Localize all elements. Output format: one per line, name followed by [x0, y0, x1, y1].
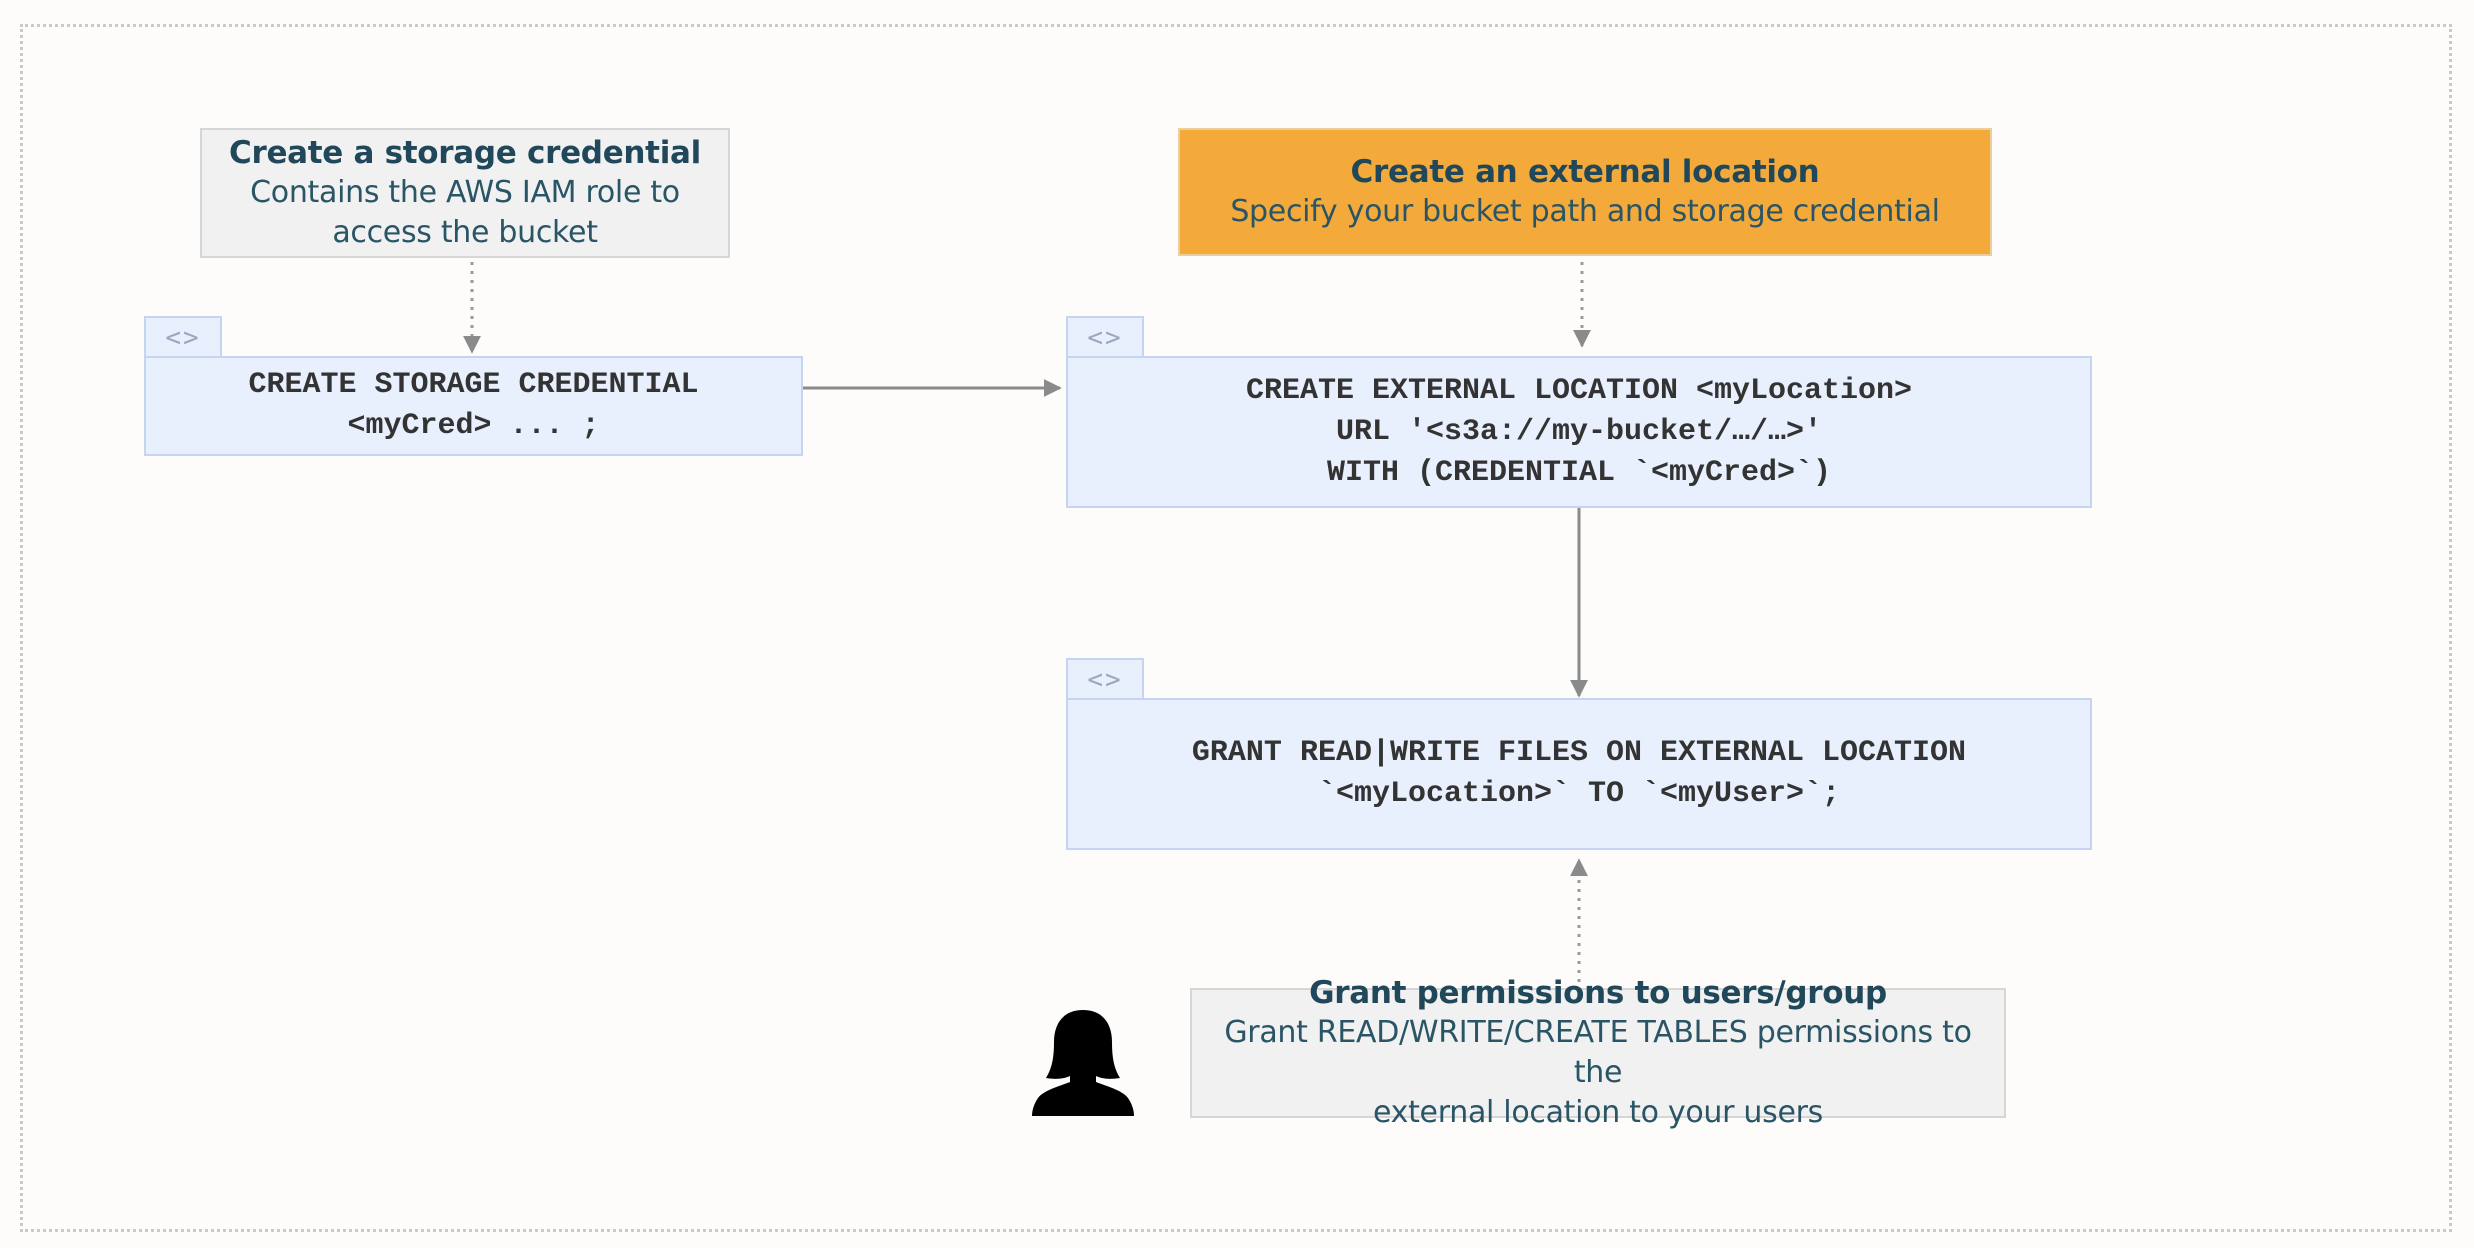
create-location-code-line2: URL '<s3a://my-bucket/…/…>' — [1335, 414, 1823, 449]
create-credential-code-block: CREATE STORAGE CREDENTIAL <myCred> ... ; — [144, 356, 803, 456]
diagram-frame — [20, 24, 2452, 1232]
storage-credential-line2: access the bucket — [332, 215, 598, 250]
create-location-code-block: CREATE EXTERNAL LOCATION <myLocation> UR… — [1066, 356, 2092, 508]
grant-permissions-title: Grant permissions to users/group — [1309, 975, 1887, 1011]
code-brackets-icon: <> — [144, 316, 222, 358]
user-icon — [1032, 1010, 1134, 1116]
external-location-note: Create an external location Specify your… — [1178, 128, 1992, 256]
grant-permissions-line2: external location to your users — [1373, 1095, 1823, 1130]
create-location-code-line3: WITH (CREDENTIAL `<myCred>`) — [1326, 455, 1832, 490]
storage-credential-line1: Contains the AWS IAM role to — [250, 175, 680, 210]
create-credential-code-line1: CREATE STORAGE CREDENTIAL — [248, 368, 699, 402]
external-location-title: Create an external location — [1350, 154, 1820, 190]
grant-code-line1: GRANT READ|WRITE FILES ON EXTERNAL LOCAT… — [1191, 736, 1967, 770]
code-brackets-icon: <> — [1066, 658, 1144, 700]
create-location-code-line1: CREATE EXTERNAL LOCATION <myLocation> — [1245, 373, 1913, 408]
grant-permissions-line1: Grant READ/WRITE/CREATE TABLES permissio… — [1224, 1015, 1972, 1090]
grant-permissions-note: Grant permissions to users/group Grant R… — [1190, 975, 2006, 1130]
grant-code-block: GRANT READ|WRITE FILES ON EXTERNAL LOCAT… — [1066, 698, 2092, 850]
storage-credential-note: Create a storage credential Contains the… — [200, 128, 730, 258]
external-location-line1: Specify your bucket path and storage cre… — [1230, 194, 1940, 229]
create-credential-code-line2: <myCred> ... ; — [347, 409, 600, 443]
grant-code-line2: `<myLocation>` TO `<myUser>`; — [1317, 777, 1841, 811]
storage-credential-title: Create a storage credential — [229, 135, 701, 171]
code-brackets-icon: <> — [1066, 316, 1144, 358]
